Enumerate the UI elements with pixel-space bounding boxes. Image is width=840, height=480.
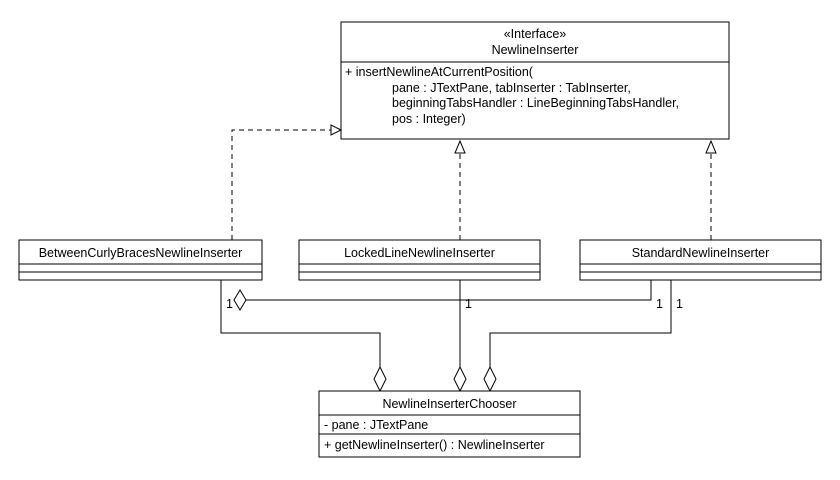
- aggregation-standard-between-diamond: [233, 289, 247, 311]
- class-chooser-name: NewlineInserterChooser: [382, 397, 516, 411]
- aggregation-between-chooser-diamond: [373, 365, 387, 393]
- interface-operation-line-2: pane : JTextPane, tabInserter : TabInser…: [392, 81, 631, 95]
- aggregation-standard-to-chooser: 1: [483, 280, 683, 393]
- aggregation-standard-between-line: [246, 280, 652, 301]
- aggregation-standard-to-between: 1: [233, 280, 663, 311]
- class-chooser-operation: + getNewlineInserter() : NewlineInserter: [324, 438, 545, 452]
- multiplicity-locked-to-chooser: 1: [465, 297, 472, 311]
- realization-between-arrowhead: [330, 124, 343, 136]
- multiplicity-between-to-chooser: 1: [226, 297, 233, 311]
- class-chooser-attribute: - pane : JTextPane: [324, 418, 428, 432]
- aggregation-locked-to-chooser: 1: [453, 280, 472, 393]
- realization-between-line: [231, 129, 331, 240]
- aggregation-standard-chooser-line: [489, 280, 672, 367]
- multiplicity-standard-to-between: 1: [656, 297, 663, 311]
- realization-locked: [454, 139, 466, 240]
- class-standard-newline-inserter[interactable]: StandardNewlineInserter: [579, 239, 822, 281]
- class-locked-box: [298, 239, 541, 281]
- class-between-box: [18, 239, 263, 281]
- class-locked-line-newline-inserter[interactable]: LockedLineNewlineInserter: [298, 239, 541, 281]
- interface-box: [340, 21, 730, 140]
- aggregation-between-to-chooser: 1: [220, 280, 387, 393]
- interface-operation-line-4: pos : Integer): [392, 112, 466, 126]
- class-locked-name: LockedLineNewlineInserter: [344, 246, 495, 260]
- class-standard-box: [579, 239, 822, 281]
- aggregation-standard-chooser-diamond: [483, 365, 497, 393]
- interface-name: NewlineInserter: [492, 43, 579, 57]
- class-standard-name: StandardNewlineInserter: [632, 246, 770, 260]
- realization-locked-arrowhead: [454, 139, 466, 154]
- aggregation-locked-chooser-diamond: [453, 365, 467, 393]
- aggregation-between-chooser-line: [220, 280, 381, 367]
- multiplicity-standard-to-chooser: 1: [676, 297, 683, 311]
- class-newline-inserter-chooser[interactable]: NewlineInserterChooser - pane : JTextPan…: [318, 390, 581, 458]
- realization-standard: [705, 139, 717, 240]
- realization-standard-arrowhead: [705, 139, 717, 154]
- interface-operation-line-1: + insertNewlineAtCurrentPosition(: [345, 65, 534, 79]
- interface-operation-line-3: beginningTabsHandler : LineBeginningTabs…: [392, 96, 679, 110]
- realization-between: [231, 124, 343, 240]
- class-chooser-box: [318, 390, 581, 458]
- interface-newline-inserter[interactable]: «Interface» NewlineInserter + insertNewl…: [340, 21, 730, 140]
- class-between-name: BetweenCurlyBracesNewlineInserter: [39, 246, 243, 260]
- class-between-curly-braces-newline-inserter[interactable]: BetweenCurlyBracesNewlineInserter: [18, 239, 263, 281]
- interface-stereotype: «Interface»: [504, 27, 567, 41]
